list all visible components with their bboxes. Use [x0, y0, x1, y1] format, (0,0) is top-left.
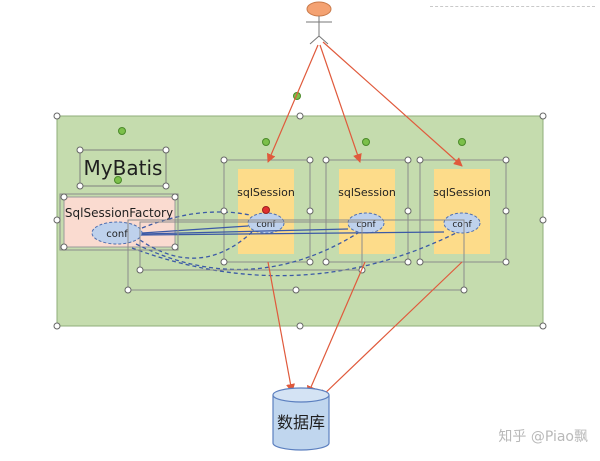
sqlsession-label-3: sqlSession — [433, 186, 491, 199]
sqlsession-conf-3[interactable] — [443, 212, 481, 234]
database-label: 数据库 — [277, 413, 325, 432]
user-head-icon — [306, 1, 332, 17]
sqlsession-label-2: sqlSession — [338, 186, 396, 199]
sqlsession-conf-label-1: conf — [256, 220, 276, 230]
session-to-db-arrows — [267, 261, 463, 399]
conf-connectors — [131, 211, 457, 277]
sqlsession-conf-label-2: conf — [356, 220, 376, 230]
user-to-session-arrows — [267, 41, 463, 167]
watermark: 知乎 @Piao飘 — [498, 428, 588, 445]
connection-point-red[interactable] — [262, 206, 270, 214]
sqlsession-box-2[interactable] — [339, 169, 395, 254]
sqlsessionfactory-label: SqlSessionFactory — [65, 206, 173, 220]
database-icon[interactable] — [272, 387, 330, 451]
sqlsession-conf-label-3: conf — [452, 220, 472, 230]
mybatis-title-box[interactable] — [79, 149, 167, 187]
selection-handles[interactable] — [53, 112, 547, 330]
user-figure[interactable] — [306, 1, 332, 45]
top-dashed-line — [430, 6, 595, 7]
mybatis-title: MyBatis — [84, 156, 163, 180]
sqlsession-box-3[interactable] — [434, 169, 490, 254]
sqlsession-label-1: sqlSession — [237, 186, 295, 199]
rotation-handles[interactable] — [114, 92, 466, 184]
factory-conf-label: conf — [106, 229, 128, 240]
